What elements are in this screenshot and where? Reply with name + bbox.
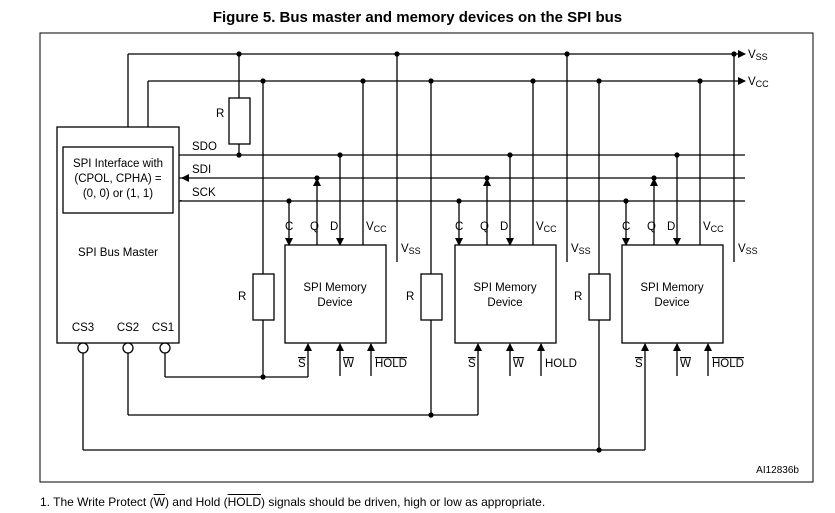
spi-interface-line-2: (CPOL, CPHA) = xyxy=(74,173,162,185)
junction-dots xyxy=(236,51,737,453)
cs-pullup-resistor-2 xyxy=(420,273,443,321)
figure-id: AI12836b xyxy=(756,465,799,476)
device-3-vcc-label: VCC xyxy=(703,221,724,234)
device-1-d-label: D xyxy=(330,221,338,233)
device-3-d-label: D xyxy=(667,221,675,233)
junction-dot xyxy=(484,175,490,181)
device-3-c-label: C xyxy=(622,221,630,233)
junction-dot xyxy=(236,152,242,158)
sck-label: SCK xyxy=(192,187,216,199)
device-1-s-label: S xyxy=(298,358,306,370)
device-name-line-1: SPI Memory xyxy=(473,282,537,294)
device-2-vss-label: VSS xyxy=(571,243,591,256)
device-2-d-label: D xyxy=(500,221,508,233)
junction-dot xyxy=(337,152,343,158)
figure-title: Figure 5. Bus master and memory devices … xyxy=(212,9,623,26)
cs-pullup-resistor-label: R xyxy=(238,291,246,303)
sdo-pullup-resistor xyxy=(228,97,251,145)
bus-wires xyxy=(82,50,746,451)
device-2-vcc-label: VCC xyxy=(536,221,557,234)
junction-dot xyxy=(596,447,602,453)
spi-interface-line-3: (0, 0) or (1, 1) xyxy=(83,188,153,200)
device-1-vss-label: VSS xyxy=(401,243,421,256)
spi-interface-box xyxy=(62,146,174,214)
device-2-hold-label: HOLD xyxy=(545,358,577,370)
device-name-line-2: Device xyxy=(317,297,352,309)
device-1-q-label: Q xyxy=(310,221,319,233)
device-2-c-label: C xyxy=(455,221,463,233)
cs1-pin xyxy=(159,342,171,354)
junction-dot xyxy=(456,198,462,204)
spi-memory-device-1 xyxy=(284,244,387,344)
junction-dot xyxy=(651,175,657,181)
junction-dot xyxy=(394,51,400,57)
device-name-line-1: SPI Memory xyxy=(640,282,704,294)
cs2-label: CS2 xyxy=(117,322,139,334)
device-1-hold-label: HOLD xyxy=(375,358,407,370)
device-2-w-label: W xyxy=(513,358,524,370)
spi-memory-device-2 xyxy=(454,244,557,344)
junction-dot xyxy=(260,78,266,84)
device-1-w-label: W xyxy=(343,358,354,370)
vss-rail-label: VSS xyxy=(748,49,768,62)
spi-memory-device-3 xyxy=(621,244,724,344)
device-3-vss-label: VSS xyxy=(738,243,758,256)
junction-dot xyxy=(428,412,434,418)
device-1-c-label: C xyxy=(285,221,293,233)
junction-dot xyxy=(428,78,434,84)
junction-dot xyxy=(674,152,680,158)
junction-dot xyxy=(564,51,570,57)
device-3-w-label: W xyxy=(680,358,691,370)
cs1-label: CS1 xyxy=(152,322,174,334)
junction-dot xyxy=(236,51,242,57)
cs3-pin xyxy=(77,342,89,354)
junction-dot xyxy=(596,78,602,84)
device-3-hold-label: HOLD xyxy=(712,358,744,370)
footnote: 1. The Write Protect (W) and Hold (HOLD)… xyxy=(40,495,546,509)
junction-dot xyxy=(507,152,513,158)
junction-dot xyxy=(260,374,266,380)
device-2-q-label: Q xyxy=(480,221,489,233)
cs3-label: CS3 xyxy=(72,322,94,334)
junction-dot xyxy=(286,198,292,204)
junction-dot xyxy=(314,175,320,181)
cs-pullup-resistor-1 xyxy=(252,273,275,321)
device-name-line-2: Device xyxy=(654,297,689,309)
sdo-pullup-resistor-label: R xyxy=(216,108,224,120)
device-1-vcc-label: VCC xyxy=(366,221,387,234)
sdo-label: SDO xyxy=(192,141,217,153)
junction-dot xyxy=(623,198,629,204)
device-name-line-1: SPI Memory xyxy=(303,282,367,294)
device-name-line-2: Device xyxy=(487,297,522,309)
spi-bus-master-label: SPI Bus Master xyxy=(78,247,158,259)
junction-dot xyxy=(360,78,366,84)
sdi-label: SDI xyxy=(192,164,211,176)
junction-dot xyxy=(530,78,536,84)
vcc-rail-label: VCC xyxy=(748,76,769,89)
cs-pullup-resistor-3 xyxy=(588,273,611,321)
junction-dot xyxy=(731,51,737,57)
junction-dot xyxy=(697,78,703,84)
device-3-s-label: S xyxy=(635,358,643,370)
device-2-s-label: S xyxy=(468,358,476,370)
cs-pullup-resistor-label: R xyxy=(406,291,414,303)
cs-pullup-resistor-label: R xyxy=(574,291,582,303)
device-3-q-label: Q xyxy=(647,221,656,233)
figure-frame xyxy=(39,32,814,483)
spi-interface-line-1: SPI Interface with xyxy=(73,158,163,170)
cs2-pin xyxy=(122,342,134,354)
